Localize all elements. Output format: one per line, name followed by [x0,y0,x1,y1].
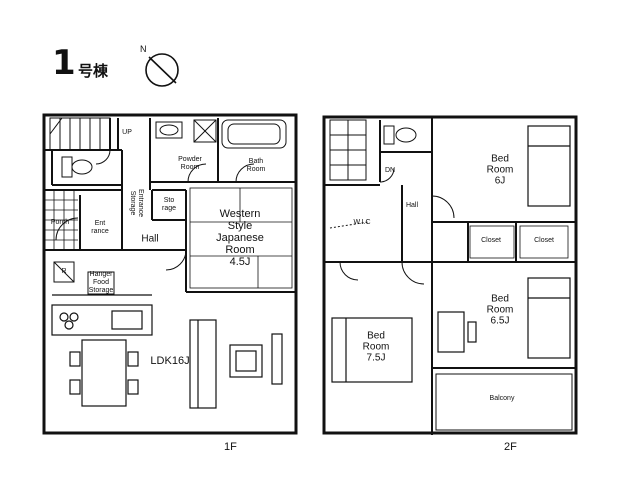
svg-text:N: N [140,44,147,54]
balcony-outline [435,373,573,431]
toilet-icon-2f [383,125,417,145]
stairs-2f [329,119,367,181]
bed-icon-65j [527,277,571,359]
entrance-label: Ent rance [91,220,109,235]
north-compass-icon: N [140,44,179,87]
first-floor-plan [42,113,298,435]
pantry-label: Hanger Food Storage [88,271,114,294]
porch-label: Porch [50,219,70,226]
bath-room-label: Bath Room [246,158,266,173]
toilet-icon [61,156,93,178]
closet-shelves [469,225,569,259]
western-japanese-room-label: Western Style Japanese Room 4.5J [216,208,264,268]
floor-2f-label: 2F [504,441,517,453]
bed-icon-75j [331,317,413,383]
pantry-cabinet [87,271,115,295]
powder-room-label: Powder Room [178,156,202,171]
bathtub-icon [221,119,287,149]
building-suffix: 号棟 [78,62,109,80]
stairs-down-label: DN [384,167,396,174]
ldk-label: LDK16J [150,355,190,367]
desk-icon [437,311,477,353]
closet-1-label: Closet [481,237,501,244]
tv-stand-icon [229,333,283,385]
floor-1f-label: 1F [224,441,237,453]
bedroom-75j-label: Bed Room 7.5J [362,330,390,364]
stairs-up-label: UP [122,129,132,136]
second-floor-plan [322,115,578,435]
stairs-1f [49,117,111,151]
building-number: 1 [52,43,76,83]
bedroom-65j-label: Bed Room 6.5J [486,293,514,327]
hall-1f-label: Hall [141,233,159,245]
entrance-storage-label: Entrance Storage [129,188,144,218]
sink-icon [155,121,183,139]
tatami-mats [189,187,293,289]
refrigerator-icon [53,261,75,283]
dining-table [69,339,139,407]
wic-label: W.I.C [353,219,371,226]
washer-icon [193,119,217,143]
bed-icon-6j [527,125,571,207]
fridge-label: R [61,268,67,275]
kitchen-counter [51,294,153,336]
storage-label: Sto rage [161,197,177,212]
hall-2f-label: Hall [405,202,419,209]
balcony-label: Balcony [489,395,515,402]
bedroom-6j-label: Bed Room 6J [486,153,514,187]
closet-2-label: Closet [534,237,554,244]
sofa-icon [189,319,217,409]
